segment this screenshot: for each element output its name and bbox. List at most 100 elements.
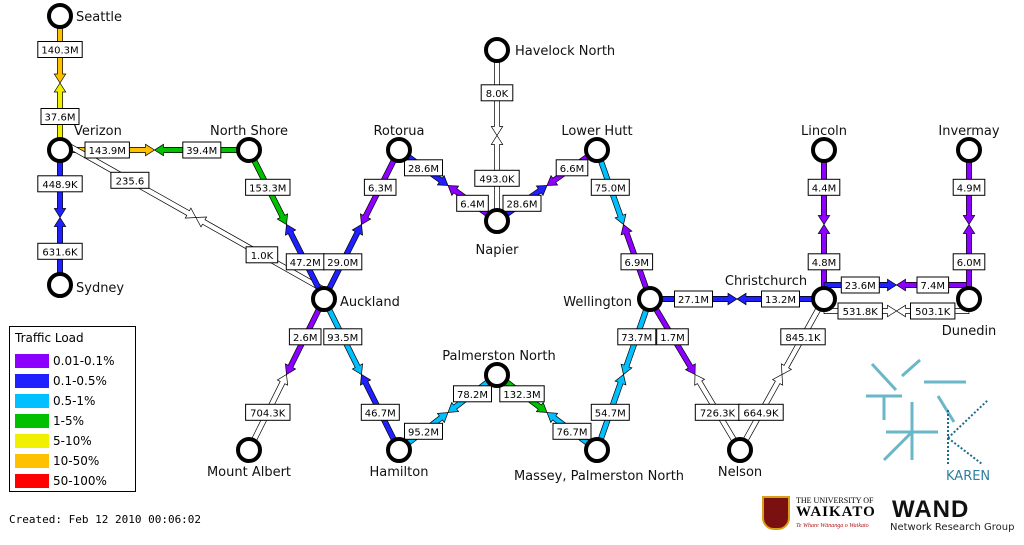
link-value-verizon-to-auckland: 235.6 <box>110 171 150 189</box>
node-circle-icon[interactable] <box>956 286 982 312</box>
node-label: Palmerston North <box>442 349 555 364</box>
node-lincoln[interactable]: Lincoln <box>801 124 847 163</box>
link-value-hamilton-to-palmerston: 95.2M <box>404 422 443 440</box>
link-value-christchurch-to-nelson: 845.1K <box>780 328 826 346</box>
node-label: Massey, Palmerston North <box>514 469 684 484</box>
wand-logo-subtitle: Network Research Group <box>890 522 1015 533</box>
link-value-nelson-to-wellington: 726.3K <box>694 403 741 421</box>
node-circle-icon[interactable] <box>47 137 73 163</box>
node-circle-icon[interactable] <box>311 286 337 312</box>
link-value-text: 4.4M <box>812 183 837 194</box>
node-label: Verizon <box>74 124 122 139</box>
legend-item-label: 5-10% <box>53 434 92 448</box>
link-value-text: 54.7M <box>595 408 626 419</box>
node-circle-icon[interactable] <box>386 437 412 463</box>
link-value-text: 13.2M <box>765 295 796 306</box>
link-value-text: 235.6 <box>116 176 145 187</box>
node-havelock[interactable]: Havelock North <box>484 37 615 63</box>
link-invermay-dunedin <box>962 149 976 300</box>
legend-item-label: 10-50% <box>53 454 100 468</box>
link-value-christchurch-to-lincoln: 4.8M <box>807 253 841 271</box>
node-seattle[interactable]: Seattle <box>47 3 122 29</box>
legend-item-label: 0.1-0.5% <box>53 374 107 388</box>
node-northshore[interactable]: North Shore <box>210 124 288 163</box>
link-value-northshore-to-verizon: 39.4M <box>182 141 222 159</box>
node-label: Invermay <box>938 124 1000 139</box>
link-value-christchurch-to-dunedin: 23.6M <box>840 276 880 294</box>
node-label: Lower Hutt <box>561 124 632 139</box>
node-circle-icon[interactable] <box>236 137 262 163</box>
node-circle-icon[interactable] <box>484 37 510 63</box>
node-auckland[interactable]: Auckland <box>311 286 400 312</box>
node-lowerhutt[interactable]: Lower Hutt <box>561 124 633 163</box>
node-label: Hamilton <box>370 465 429 480</box>
link-value-auckland-to-rotorua: 29.0M <box>323 253 363 271</box>
node-christchurch[interactable]: Christchurch <box>725 274 837 312</box>
link-value-dunedin-to-christchurch: 7.4M <box>916 276 950 294</box>
legend-swatch <box>15 414 49 428</box>
node-circle-icon[interactable] <box>584 137 610 163</box>
link-value-text: 37.6M <box>45 113 76 124</box>
link-value-text: 6.9M <box>624 258 649 269</box>
link-value-northshore-to-auckland: 153.3M <box>245 178 291 196</box>
link-value-text: 47.2M <box>290 258 321 269</box>
node-mtalbert[interactable]: Mount Albert <box>207 437 291 480</box>
node-circle-icon[interactable] <box>956 137 982 163</box>
link-value-text: 23.6M <box>845 281 876 292</box>
node-dunedin[interactable]: Dunedin <box>942 286 997 339</box>
link-value-christchurch-to-wellington: 13.2M <box>761 290 800 308</box>
node-sydney[interactable]: Sydney <box>47 272 124 298</box>
node-circle-icon[interactable] <box>637 286 663 312</box>
node-circle-icon[interactable] <box>47 3 73 29</box>
node-palmerston[interactable]: Palmerston North <box>442 349 556 388</box>
node-nelson[interactable]: Nelson <box>718 437 762 480</box>
node-wellington[interactable]: Wellington <box>563 286 663 312</box>
link-lincoln-christchurch <box>817 149 831 300</box>
node-label: Dunedin <box>942 324 997 339</box>
node-label: Nelson <box>718 465 762 480</box>
node-rotorua[interactable]: Rotorua <box>373 124 425 163</box>
link-havelock-napier <box>490 49 504 222</box>
link-value-text: 6.6M <box>560 164 585 175</box>
link-value-text: 531.8K <box>843 307 879 318</box>
link-value-text: 503.1K <box>915 307 951 318</box>
link-value-mtalbert-to-auckland: 704.3K <box>245 403 291 421</box>
link-value-dunedin-to-christchurch: 503.1K <box>910 302 956 320</box>
link-value-text: 4.9M <box>957 183 982 194</box>
node-circle-icon[interactable] <box>811 137 837 163</box>
link-value-text: 46.7M <box>365 408 396 419</box>
link-value-text: 1.7M <box>660 333 685 344</box>
link-value-havelock-to-napier: 8.0K <box>480 84 514 102</box>
link-value-massey-to-wellington: 54.7M <box>590 403 630 421</box>
link-value-lincoln-to-christchurch: 4.4M <box>807 178 841 196</box>
node-circle-icon[interactable] <box>47 272 73 298</box>
link-value-lowerhutt-to-wellington: 75.0M <box>590 178 630 196</box>
link-value-text: 726.3K <box>700 408 736 419</box>
legend-swatch <box>15 474 49 488</box>
node-napier[interactable]: Napier <box>476 208 520 258</box>
node-invermay[interactable]: Invermay <box>938 124 1000 163</box>
link-value-text: 493.0K <box>479 174 515 185</box>
link-value-text: 6.3M <box>368 183 393 194</box>
node-circle-icon[interactable] <box>727 437 753 463</box>
link-value-rotorua-to-auckland: 6.3M <box>363 178 397 196</box>
node-circle-icon[interactable] <box>484 208 510 234</box>
link-value-wellington-to-nelson: 1.7M <box>656 328 689 346</box>
node-label: Mount Albert <box>207 465 291 480</box>
node-circle-icon[interactable] <box>584 437 610 463</box>
node-label: Lincoln <box>801 124 847 139</box>
node-circle-icon[interactable] <box>386 137 412 163</box>
waikato-crest-icon <box>762 496 790 530</box>
node-circle-icon[interactable] <box>811 286 837 312</box>
node-verizon[interactable]: Verizon <box>47 124 122 163</box>
link-value-text: 28.6M <box>507 199 538 210</box>
link-value-verizon-to-sydney: 448.9K <box>37 175 83 193</box>
waikato-logo: THE UNIVERSITY OF WAIKATO Te Whare Wānan… <box>762 496 882 536</box>
node-hamilton[interactable]: Hamilton <box>370 437 429 480</box>
node-label: Christchurch <box>725 274 807 289</box>
node-circle-icon[interactable] <box>484 362 510 388</box>
node-massey[interactable]: Massey, Palmerston North <box>514 437 684 484</box>
legend-title: Traffic Load <box>15 331 84 345</box>
node-circle-icon[interactable] <box>236 437 262 463</box>
link-value-text: 6.4M <box>460 199 485 210</box>
